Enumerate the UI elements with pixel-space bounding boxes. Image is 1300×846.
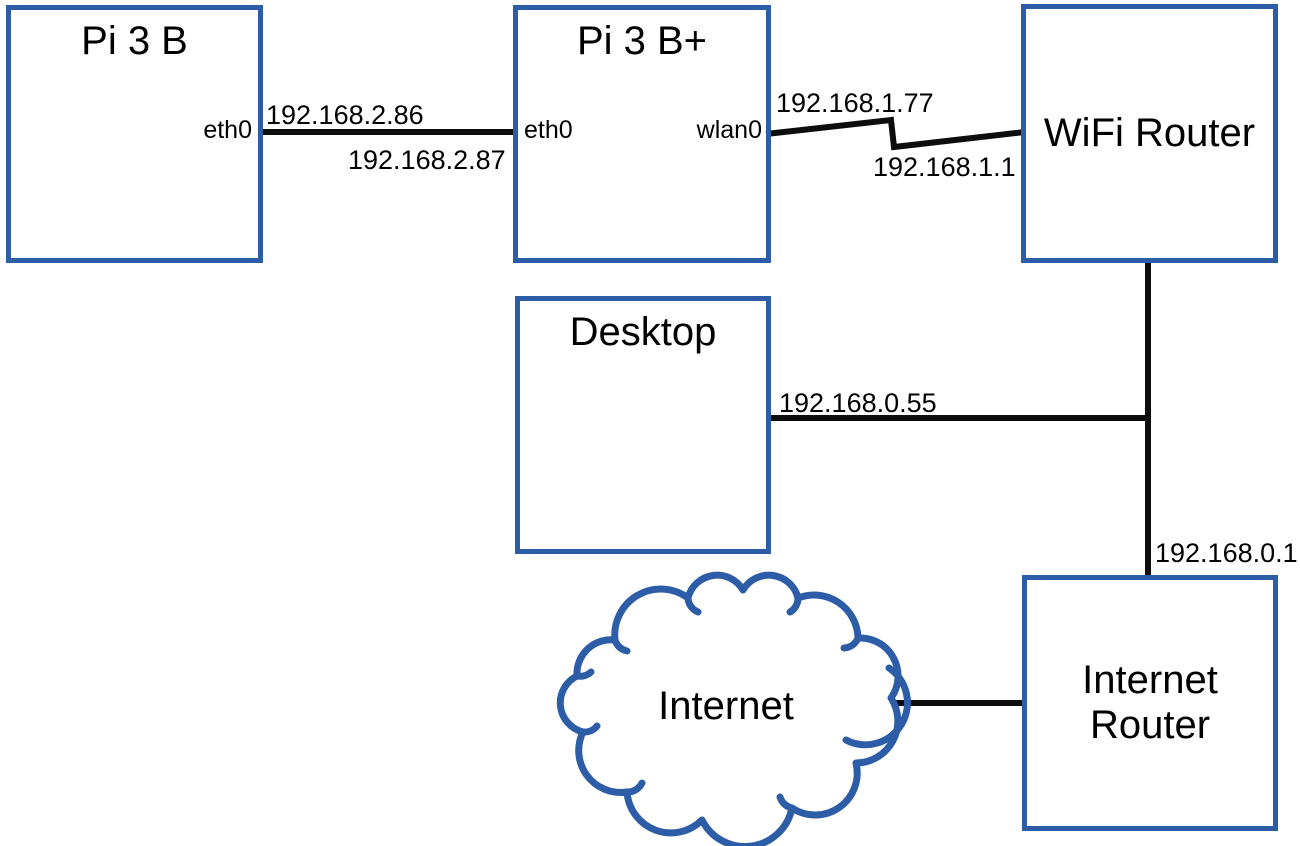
ip-label-internet-router: 192.168.0.1 <box>1155 538 1298 568</box>
node-internet-router-title-line1: Internet <box>1082 658 1218 703</box>
internet-cloud <box>556 571 911 846</box>
node-internet-router: Internet Router <box>1022 575 1278 831</box>
ip-label-pi3bplus-wlan0: 192.168.1.77 <box>776 88 934 118</box>
link-pi3bplus-wifirouter <box>765 116 1026 151</box>
node-pi3b: Pi 3 B <box>6 5 263 263</box>
ip-label-pi3bplus-eth0: 192.168.2.87 <box>348 145 506 175</box>
node-internet-router-title: Internet Router <box>1027 580 1273 826</box>
iface-label-pi3bplus-wlan0: wlan0 <box>696 116 762 144</box>
node-pi3b-title: Pi 3 B <box>81 19 188 63</box>
iface-label-pi3bplus-eth0: eth0 <box>524 116 573 144</box>
node-internet-router-title-line2: Router <box>1089 703 1211 747</box>
ip-label-desktop: 192.168.0.55 <box>779 388 937 418</box>
node-wifi-router-title: WiFi Router <box>1043 111 1256 156</box>
cloud-arc-details <box>573 594 911 812</box>
node-pi3bplus-title: Pi 3 B+ <box>576 19 708 63</box>
node-desktop: Desktop <box>515 296 771 554</box>
ip-label-wifi-router: 192.168.1.1 <box>873 152 1016 182</box>
iface-label-pi3b-eth0: eth0 <box>203 116 252 144</box>
node-desktop-title: Desktop <box>569 310 717 354</box>
cloud-shape <box>556 571 902 846</box>
ip-label-pi3b-eth0: 192.168.2.86 <box>266 100 424 130</box>
node-wifi-router: WiFi Router <box>1021 4 1278 263</box>
node-pi3bplus: Pi 3 B+ <box>513 5 771 263</box>
internet-cloud-label: Internet <box>658 684 794 728</box>
